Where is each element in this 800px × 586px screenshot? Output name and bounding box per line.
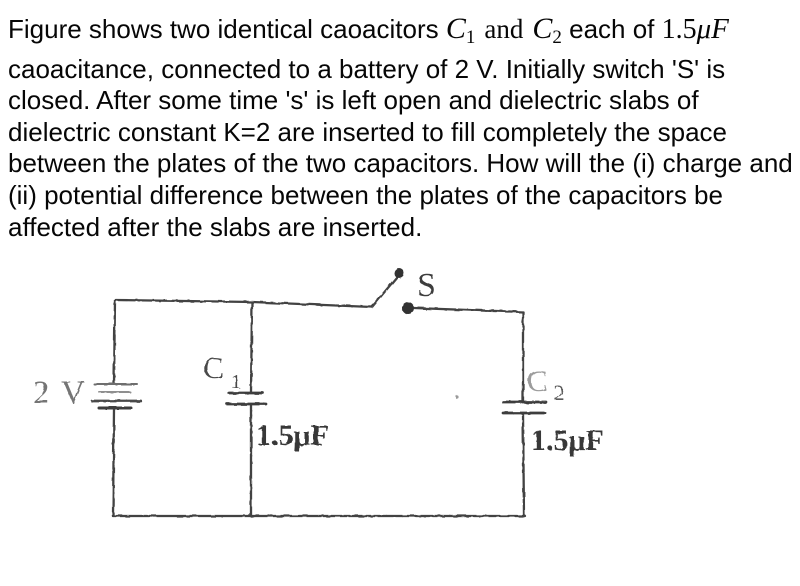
question-line: affected after the slabs are inserted. [8, 211, 423, 242]
battery-label: 2 V [33, 375, 87, 411]
question-line: Figure shows two identical caoacitors C1… [8, 13, 800, 54]
cap2-symbol: C [527, 363, 548, 398]
cap2-subscript: 2 [554, 381, 565, 405]
right-wire-lower [521, 411, 526, 518]
middle-wire-upper [249, 300, 254, 394]
switch-open-contact-dot [394, 268, 404, 278]
battery-symbol [90, 383, 143, 410]
math-and-word: and [484, 14, 524, 44]
left-wire-lower [111, 407, 116, 518]
scan-speck [455, 395, 459, 399]
cap1-value: 1.5μF [256, 419, 329, 452]
cap1-subscript: 1 [231, 371, 241, 393]
math-c1-subscript: 1 [465, 27, 476, 48]
question-line: between the plates of the two capacitors… [8, 148, 793, 179]
top-wire-right [412, 306, 525, 314]
question-text: Figure shows two identical caoacitors C1… [8, 13, 800, 243]
question-line: caoacitance, connected to a battery of 2… [8, 53, 726, 84]
cap1-symbol: C [203, 350, 224, 385]
left-wire-upper [112, 298, 117, 385]
cap2-value: 1.5μF [531, 424, 604, 457]
switch-label: S [417, 267, 436, 304]
top-wire-left [113, 298, 374, 309]
math-c1-symbol: C [445, 12, 466, 45]
question-line: dielectric constant K=2 are inserted to … [8, 116, 727, 147]
math-c2-subscript: 2 [552, 27, 562, 48]
math-c2-symbol: C [532, 12, 553, 45]
math-capacitance-number: 1.5 [661, 14, 697, 45]
question-text-segment: Figure shows two identical caoacitors [8, 14, 446, 44]
question-text-segment: each of [561, 14, 662, 44]
math-capacitance-unit: μF [696, 13, 729, 45]
question-line: (ii) potential difference between the pl… [8, 179, 723, 210]
question-line: closed. After some time 's' is left open… [8, 85, 699, 116]
switch-lever [370, 275, 399, 309]
switch-pivot-dot [402, 302, 414, 314]
